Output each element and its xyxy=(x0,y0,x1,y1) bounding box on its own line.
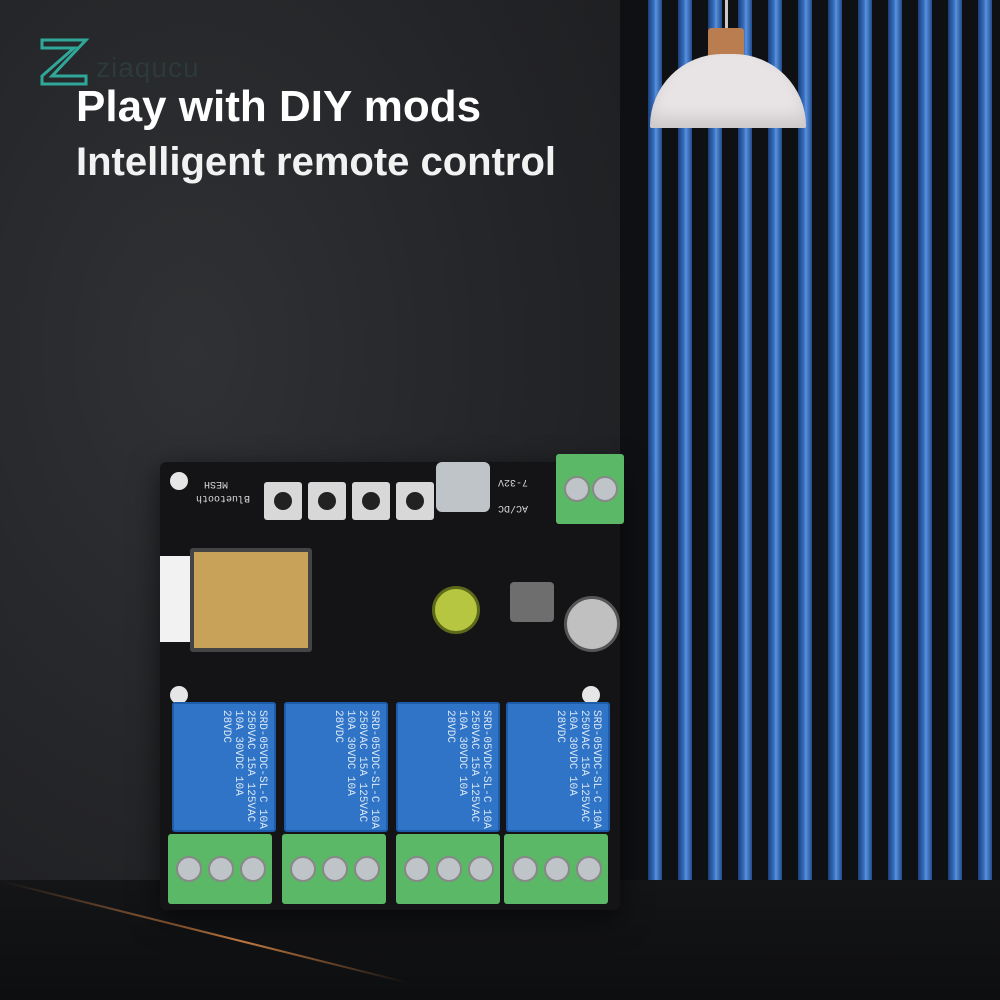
relay: SRD-05VDC-SL-C 10A 250VAC 15A 125VAC 10A… xyxy=(506,702,610,832)
terminal-screw xyxy=(290,856,316,882)
striped-panel xyxy=(620,0,1000,930)
tactile-button xyxy=(396,482,434,520)
terminal-screw xyxy=(354,856,380,882)
relay: SRD-05VDC-SL-C 10A 250VAC 15A 125VAC 10A… xyxy=(172,702,276,832)
silk-voltage: 7-32V xyxy=(498,476,529,487)
tactile-button xyxy=(308,482,346,520)
mounting-hole xyxy=(582,686,600,704)
silk-acdc: AC/DC xyxy=(498,502,529,513)
panel-stripe xyxy=(768,0,782,910)
tactile-button xyxy=(352,482,390,520)
panel-stripe xyxy=(858,0,872,910)
mounting-hole xyxy=(170,472,188,490)
terminal-screw xyxy=(512,856,538,882)
relay-label: SRD-05VDC-SL-C 10A 250VAC 15A 125VAC 10A… xyxy=(444,710,492,829)
relay-label: SRD-05VDC-SL-C 10A 250VAC 15A 125VAC 10A… xyxy=(332,710,380,829)
terminal-screw xyxy=(564,476,590,502)
mounting-hole xyxy=(170,686,188,704)
brand-logo-icon xyxy=(40,38,90,86)
bluetooth-module xyxy=(190,548,312,652)
panel-stripe xyxy=(678,0,692,910)
terminal-screw xyxy=(240,856,266,882)
inductor xyxy=(510,582,554,622)
relay-terminal xyxy=(504,834,608,904)
power-terminal xyxy=(556,454,624,524)
subheadline: Intelligent remote control xyxy=(76,140,557,184)
terminal-screw xyxy=(322,856,348,882)
terminal-screw xyxy=(436,856,462,882)
relay: SRD-05VDC-SL-C 10A 250VAC 15A 125VAC 10A… xyxy=(396,702,500,832)
relay-label: SRD-05VDC-SL-C 10A 250VAC 15A 125VAC 10A… xyxy=(220,710,268,829)
panel-stripe xyxy=(738,0,752,910)
terminal-screw xyxy=(468,856,494,882)
silk-mesh: MESH xyxy=(204,478,229,489)
capacitor xyxy=(564,596,620,652)
terminal-screw xyxy=(176,856,202,882)
tactile-button xyxy=(264,482,302,520)
relay-board: MESH Bluetooth 7-32V AC/DC SRD-05VDC-SL-… xyxy=(160,454,624,910)
terminal-screw xyxy=(404,856,430,882)
panel-stripe xyxy=(948,0,962,910)
panel-stripe xyxy=(708,0,722,910)
panel-stripe xyxy=(918,0,932,910)
panel-stripe xyxy=(798,0,812,910)
panel-stripe xyxy=(978,0,992,910)
relay-terminal xyxy=(282,834,386,904)
terminal-screw xyxy=(208,856,234,882)
relay-label: SRD-05VDC-SL-C 10A 250VAC 15A 125VAC 10A… xyxy=(554,710,602,829)
panel-stripe xyxy=(648,0,662,910)
panel-stripe xyxy=(828,0,842,910)
lamp-cord xyxy=(725,0,728,30)
terminal-screw xyxy=(544,856,570,882)
brand-logo-text: ziaqucu xyxy=(96,52,200,83)
relay-terminal xyxy=(396,834,500,904)
terminal-screw xyxy=(576,856,602,882)
capacitor xyxy=(432,586,480,634)
headline: Play with DIY mods xyxy=(76,82,482,131)
panel-stripe xyxy=(888,0,902,910)
lamp-neck xyxy=(708,28,744,56)
terminal-screw xyxy=(592,476,618,502)
relay: SRD-05VDC-SL-C 10A 250VAC 15A 125VAC 10A… xyxy=(284,702,388,832)
usb-c-port xyxy=(436,462,490,512)
silk-bluetooth: Bluetooth xyxy=(196,492,251,503)
relay-terminal xyxy=(168,834,272,904)
